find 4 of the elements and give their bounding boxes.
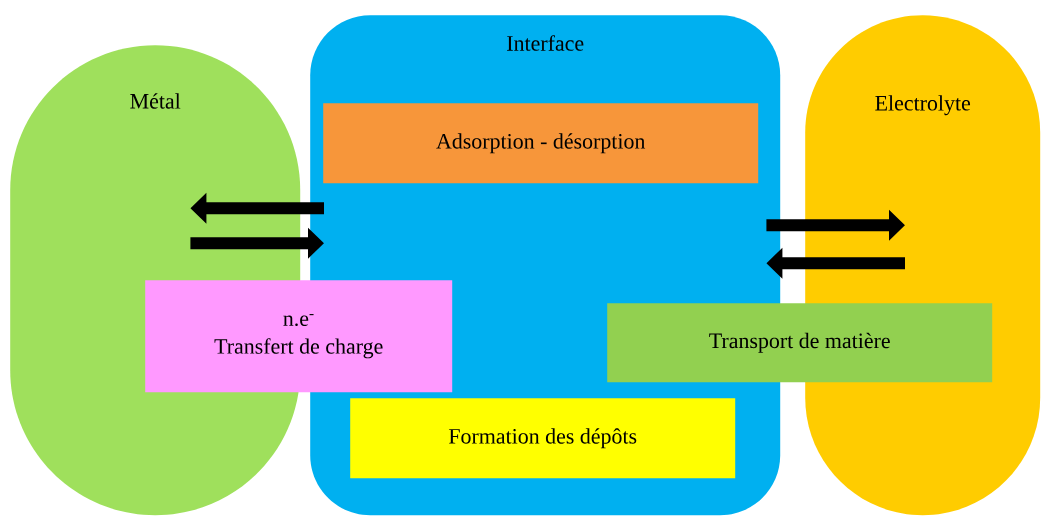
process-box: Adsorption - désorption [323, 103, 759, 184]
process-box: n.e$^{-}$ Transfert de charge [145, 280, 453, 393]
process-box: Transport de matière [607, 303, 993, 383]
process-box: Formation des dépôts [350, 398, 736, 479]
